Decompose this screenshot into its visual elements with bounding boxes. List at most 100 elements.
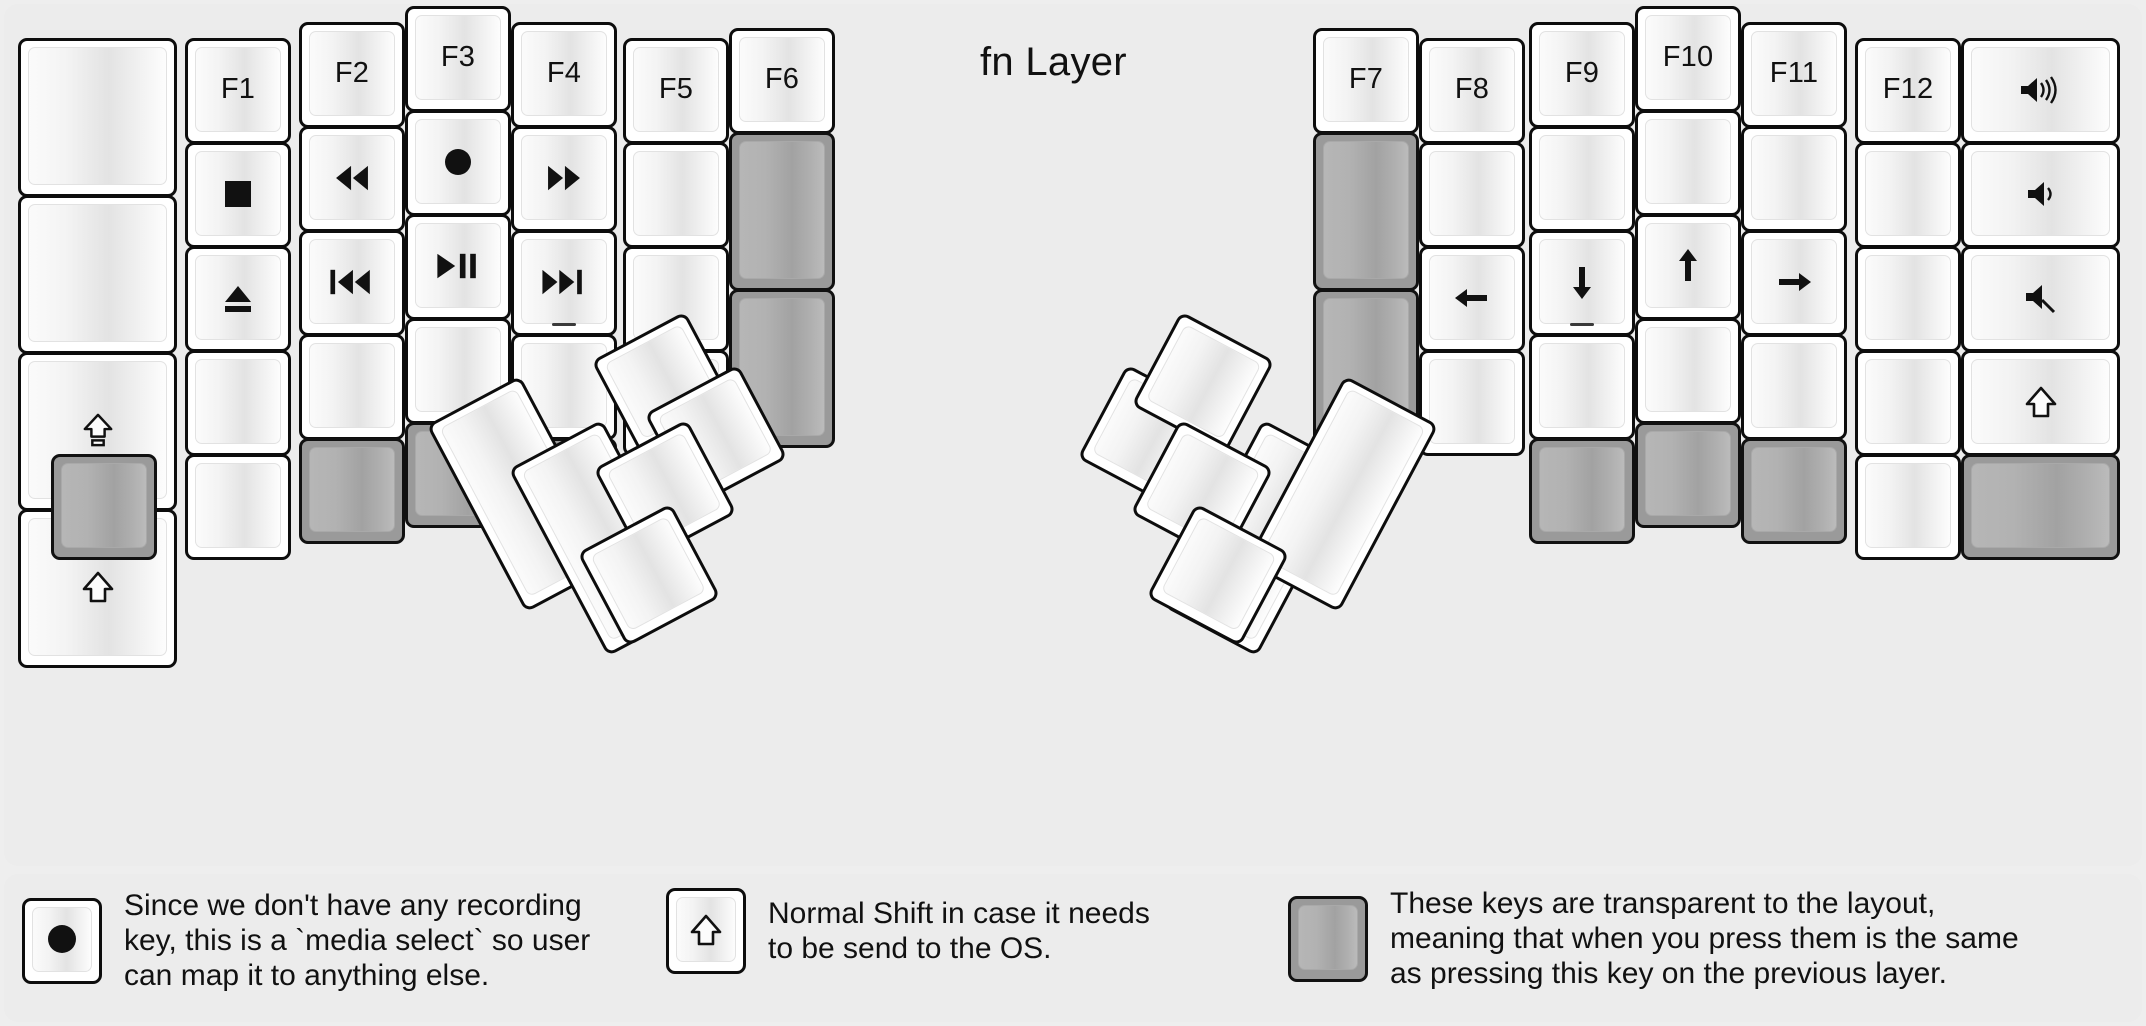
key-left-col-pinky-1[interactable] [185,142,291,248]
key-right-col-middle-3[interactable] [1635,318,1741,424]
media-record-icon [442,146,474,178]
key-right-col-index-1[interactable] [1529,126,1635,232]
media-forward-icon [548,165,580,190]
key-label: F1 [220,73,256,105]
key-right-col-middle-2[interactable] [1635,214,1741,320]
legend-item-0: Since we don't have any recording key, t… [22,888,590,993]
key-left-col-pinky-3[interactable] [185,350,291,456]
key-right-col-pinky-3[interactable] [1855,350,1961,456]
key-right-col-index-0[interactable]: F9 [1529,22,1635,128]
key-right-col-pinky-outer-4[interactable] [1961,454,2120,560]
key-right-col-index-inner-0[interactable]: F8 [1419,38,1525,144]
key-right-col-ring-2[interactable] [1741,230,1847,336]
media-playpause-icon [437,253,476,278]
key-right-col-inner-1[interactable] [1313,132,1419,291]
key-cap [1539,447,1625,532]
caps-lock-icon [83,413,112,447]
key-left-col-pinky-outer-1[interactable] [18,195,177,354]
key-right-col-index-4[interactable] [1529,438,1635,544]
key-left-col-middle-0[interactable]: F3 [405,6,511,112]
key-cap: F1 [195,47,281,132]
key-left-col-pinky-outer-0[interactable] [18,38,177,197]
media-forward-icon [543,163,585,193]
key-left-col-ring-4[interactable] [299,438,405,544]
key-cap [309,447,395,532]
key-cap [1429,359,1515,444]
key-right-col-index-inner-2[interactable] [1419,246,1525,352]
key-right-col-index-inner-3[interactable] [1419,350,1525,456]
legend-key-0 [22,897,102,984]
key-cap [195,359,281,444]
key-right-col-pinky-1[interactable] [1855,142,1961,248]
shift-arrow-icon [690,914,722,946]
key-right-col-index-2[interactable] [1529,230,1635,336]
arrow-down-icon [1567,263,1597,301]
key-right-col-ring-1[interactable] [1741,126,1847,232]
key-label: F12 [1882,73,1934,105]
key-left-col-ring-2[interactable] [299,230,405,336]
key-cap: F3 [415,15,501,100]
key-left-col-pinky-4[interactable] [185,454,291,560]
key-cap: F4 [521,31,607,116]
key-cap [1751,447,1837,532]
key-left-col-pinky-2[interactable] [185,246,291,352]
volume-down-icon [2027,181,2052,206]
media-prev-icon [330,269,370,294]
key-right-col-pinky-outer-1[interactable] [1961,142,2120,248]
key-left-col-index-inner-1[interactable] [623,142,729,248]
key-right-col-middle-4[interactable] [1635,422,1741,528]
key-left-col-middle-1[interactable] [405,110,511,216]
caps-lock-icon [82,413,114,447]
key-cap [415,119,501,204]
key-left-col-index-2[interactable] [511,230,617,336]
key-right-col-inner-0[interactable]: F7 [1313,28,1419,134]
key-left-col-index-0[interactable]: F4 [511,22,617,128]
key-cap: F6 [739,37,825,122]
arrow-up-icon [1673,247,1703,285]
media-prev-icon [329,267,375,297]
volume-down-icon [2026,179,2056,209]
key-cap [1751,343,1837,428]
legend-key-2 [1288,895,1368,982]
key-label: F6 [764,63,800,95]
key-right-col-pinky-2[interactable] [1855,246,1961,352]
key-right-col-index-inner-1[interactable] [1419,142,1525,248]
key-right-col-middle-1[interactable] [1635,110,1741,216]
key-right-col-pinky-0[interactable]: F12 [1855,38,1961,144]
key-left-col-ring-3[interactable] [299,334,405,440]
key-right-col-pinky-outer-3[interactable] [1961,350,2120,456]
key-left-col-ring-1[interactable] [299,126,405,232]
key-right-col-ring-0[interactable]: F11 [1741,22,1847,128]
key-left-col-index-1[interactable] [511,126,617,232]
media-eject-icon [225,285,251,312]
key-cap [1865,255,1951,340]
key-left-col-index-inner-0[interactable]: F5 [623,38,729,144]
media-eject-icon [222,282,254,314]
key-right-col-ring-4[interactable] [1741,438,1847,544]
key-right-col-middle-0[interactable]: F10 [1635,6,1741,112]
key-right-col-pinky-4[interactable] [1855,454,1961,560]
key-left-transparent-corner[interactable] [51,454,157,560]
key-right-col-pinky-outer-0[interactable] [1961,38,2120,144]
legend-item-1: Normal Shift in case it needs to be send… [666,888,1150,974]
shift-arrow-icon [82,571,114,603]
homing-bar [552,323,576,326]
key-right-col-pinky-outer-2[interactable] [1961,246,2120,352]
key-cap [633,151,719,236]
key-cap [1751,135,1837,220]
key-left-col-inner-0[interactable]: F6 [729,28,835,134]
key-right-col-index-3[interactable] [1529,334,1635,440]
key-left-col-ring-0[interactable]: F2 [299,22,405,128]
key-cap [415,223,501,308]
arrow-right-icon [1775,267,1813,297]
legend-item-2: These keys are transparent to the layout… [1288,886,2019,991]
key-left-col-middle-2[interactable] [405,214,511,320]
key-right-col-ring-3[interactable] [1741,334,1847,440]
media-record-icon [445,148,471,175]
media-rewind-icon [331,163,373,193]
key-cap [521,135,607,220]
key-left-col-pinky-0[interactable]: F1 [185,38,291,144]
key-left-col-inner-1[interactable] [729,132,835,291]
key-cap [1971,463,2110,548]
